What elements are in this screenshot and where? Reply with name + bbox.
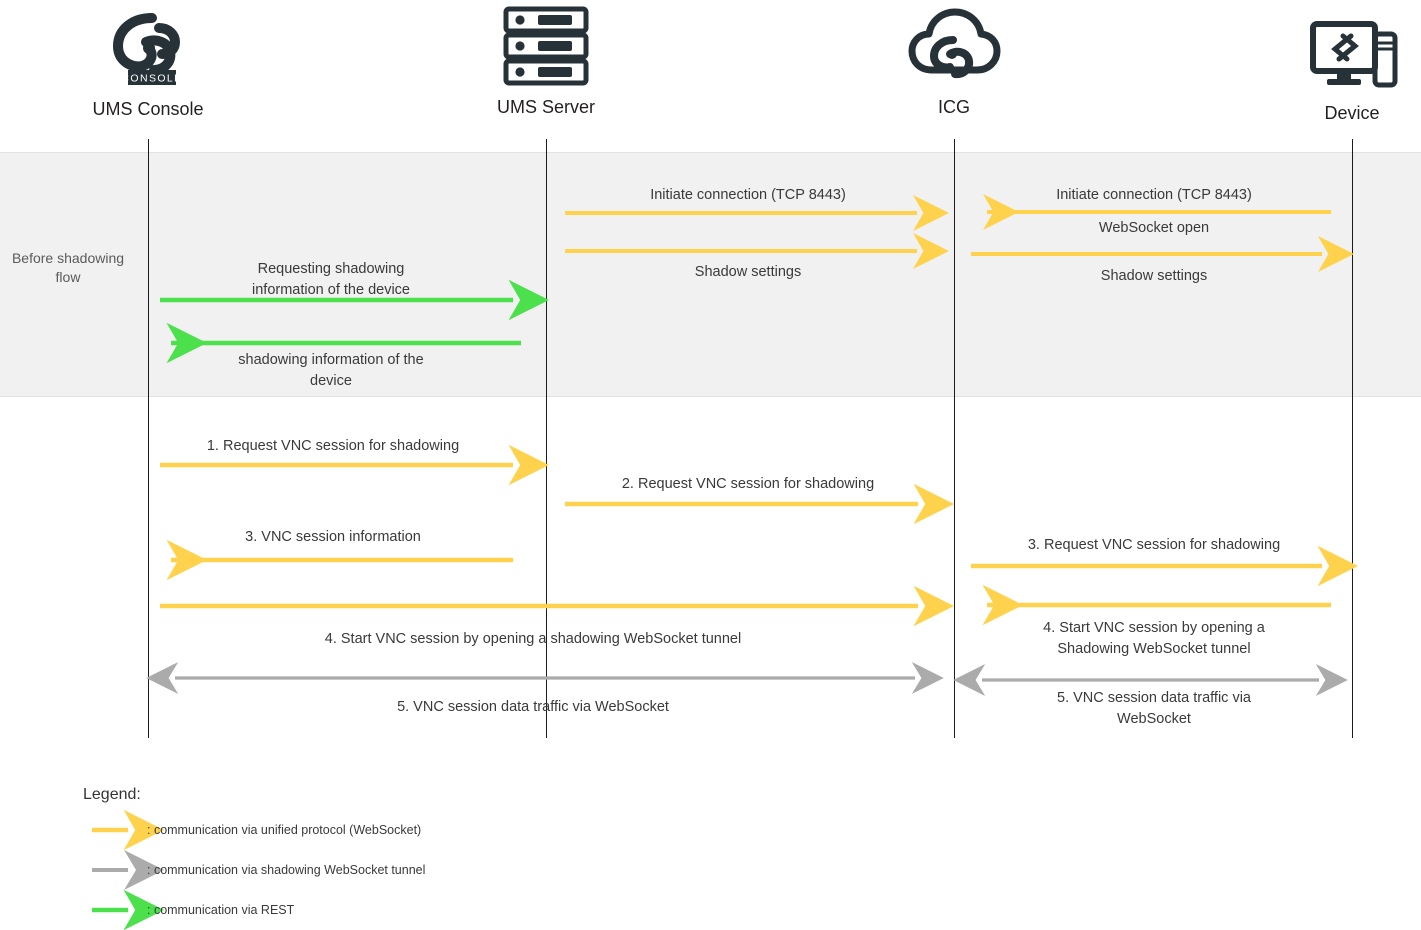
label-shadow-settings-icg-device: Shadow settings (1100, 268, 1208, 284)
actor-label-ums-server: UMS Server (496, 97, 595, 117)
label-initiate-connection-server-icg: Initiate connection (TCP 8443) (650, 187, 846, 203)
actor-ums-console: CONSOLE UMS Console (28, 8, 268, 120)
legend-label-unified-protocol: : communication via unified protocol (We… (147, 823, 422, 837)
lifeline-icg (954, 139, 955, 738)
before-shadowing-phase-band (0, 152, 1421, 397)
label-step4-icg-device: 4. Start VNC session by opening a Shadow… (1043, 620, 1265, 657)
lifeline-ums-console (148, 139, 149, 738)
actor-label-device: Device (1324, 103, 1380, 123)
lifeline-device (1352, 139, 1353, 738)
label-step2: 2. Request VNC session for shadowing (621, 476, 875, 492)
legend-label-shadowing-tunnel: : communication via shadowing WebSocket … (147, 863, 426, 877)
label-step3-icg-device: 3. Request VNC session for shadowing (1027, 537, 1281, 553)
legend-title: Legend: (83, 786, 141, 803)
label-step1: 1. Request VNC session for shadowing (206, 438, 460, 454)
actor-icg: ICG (834, 4, 1074, 118)
cloud-gateway-icon (834, 4, 1074, 93)
label-websocket-open: WebSocket open (1098, 220, 1210, 236)
label-initiate-connection-device-icg: Initiate connection (TCP 8443) (1056, 187, 1252, 203)
phase-band-label: Before shadowing flow (11, 250, 125, 285)
actor-ums-server: UMS Server (426, 4, 666, 118)
actor-label-ums-console: UMS Console (92, 99, 204, 119)
svg-text:CONSOLE: CONSOLE (121, 73, 182, 85)
legend-label-rest: : communication via REST (147, 903, 295, 917)
label-step3-console: 3. VNC session information (245, 529, 421, 545)
label-requesting-shadowing-info: Requesting shadowing information of the … (252, 261, 410, 298)
label-shadowing-info-response: shadowing information of the device (238, 352, 424, 389)
server-rack-icon (426, 4, 666, 93)
monitor-device-icon (1232, 16, 1421, 99)
actor-device: Device (1232, 16, 1421, 124)
lifeline-ums-server (546, 139, 547, 738)
ums-console-logo-icon: CONSOLE (28, 8, 268, 95)
label-step4-console-icg: 4. Start VNC session by opening a shadow… (324, 631, 742, 647)
label-shadow-settings-server-icg: Shadow settings (694, 264, 802, 280)
label-step5-icg-device: 5. VNC session data traffic via WebSocke… (1057, 690, 1251, 727)
label-step5-console-icg: 5. VNC session data traffic via WebSocke… (397, 699, 669, 715)
actor-label-icg: ICG (937, 97, 970, 117)
